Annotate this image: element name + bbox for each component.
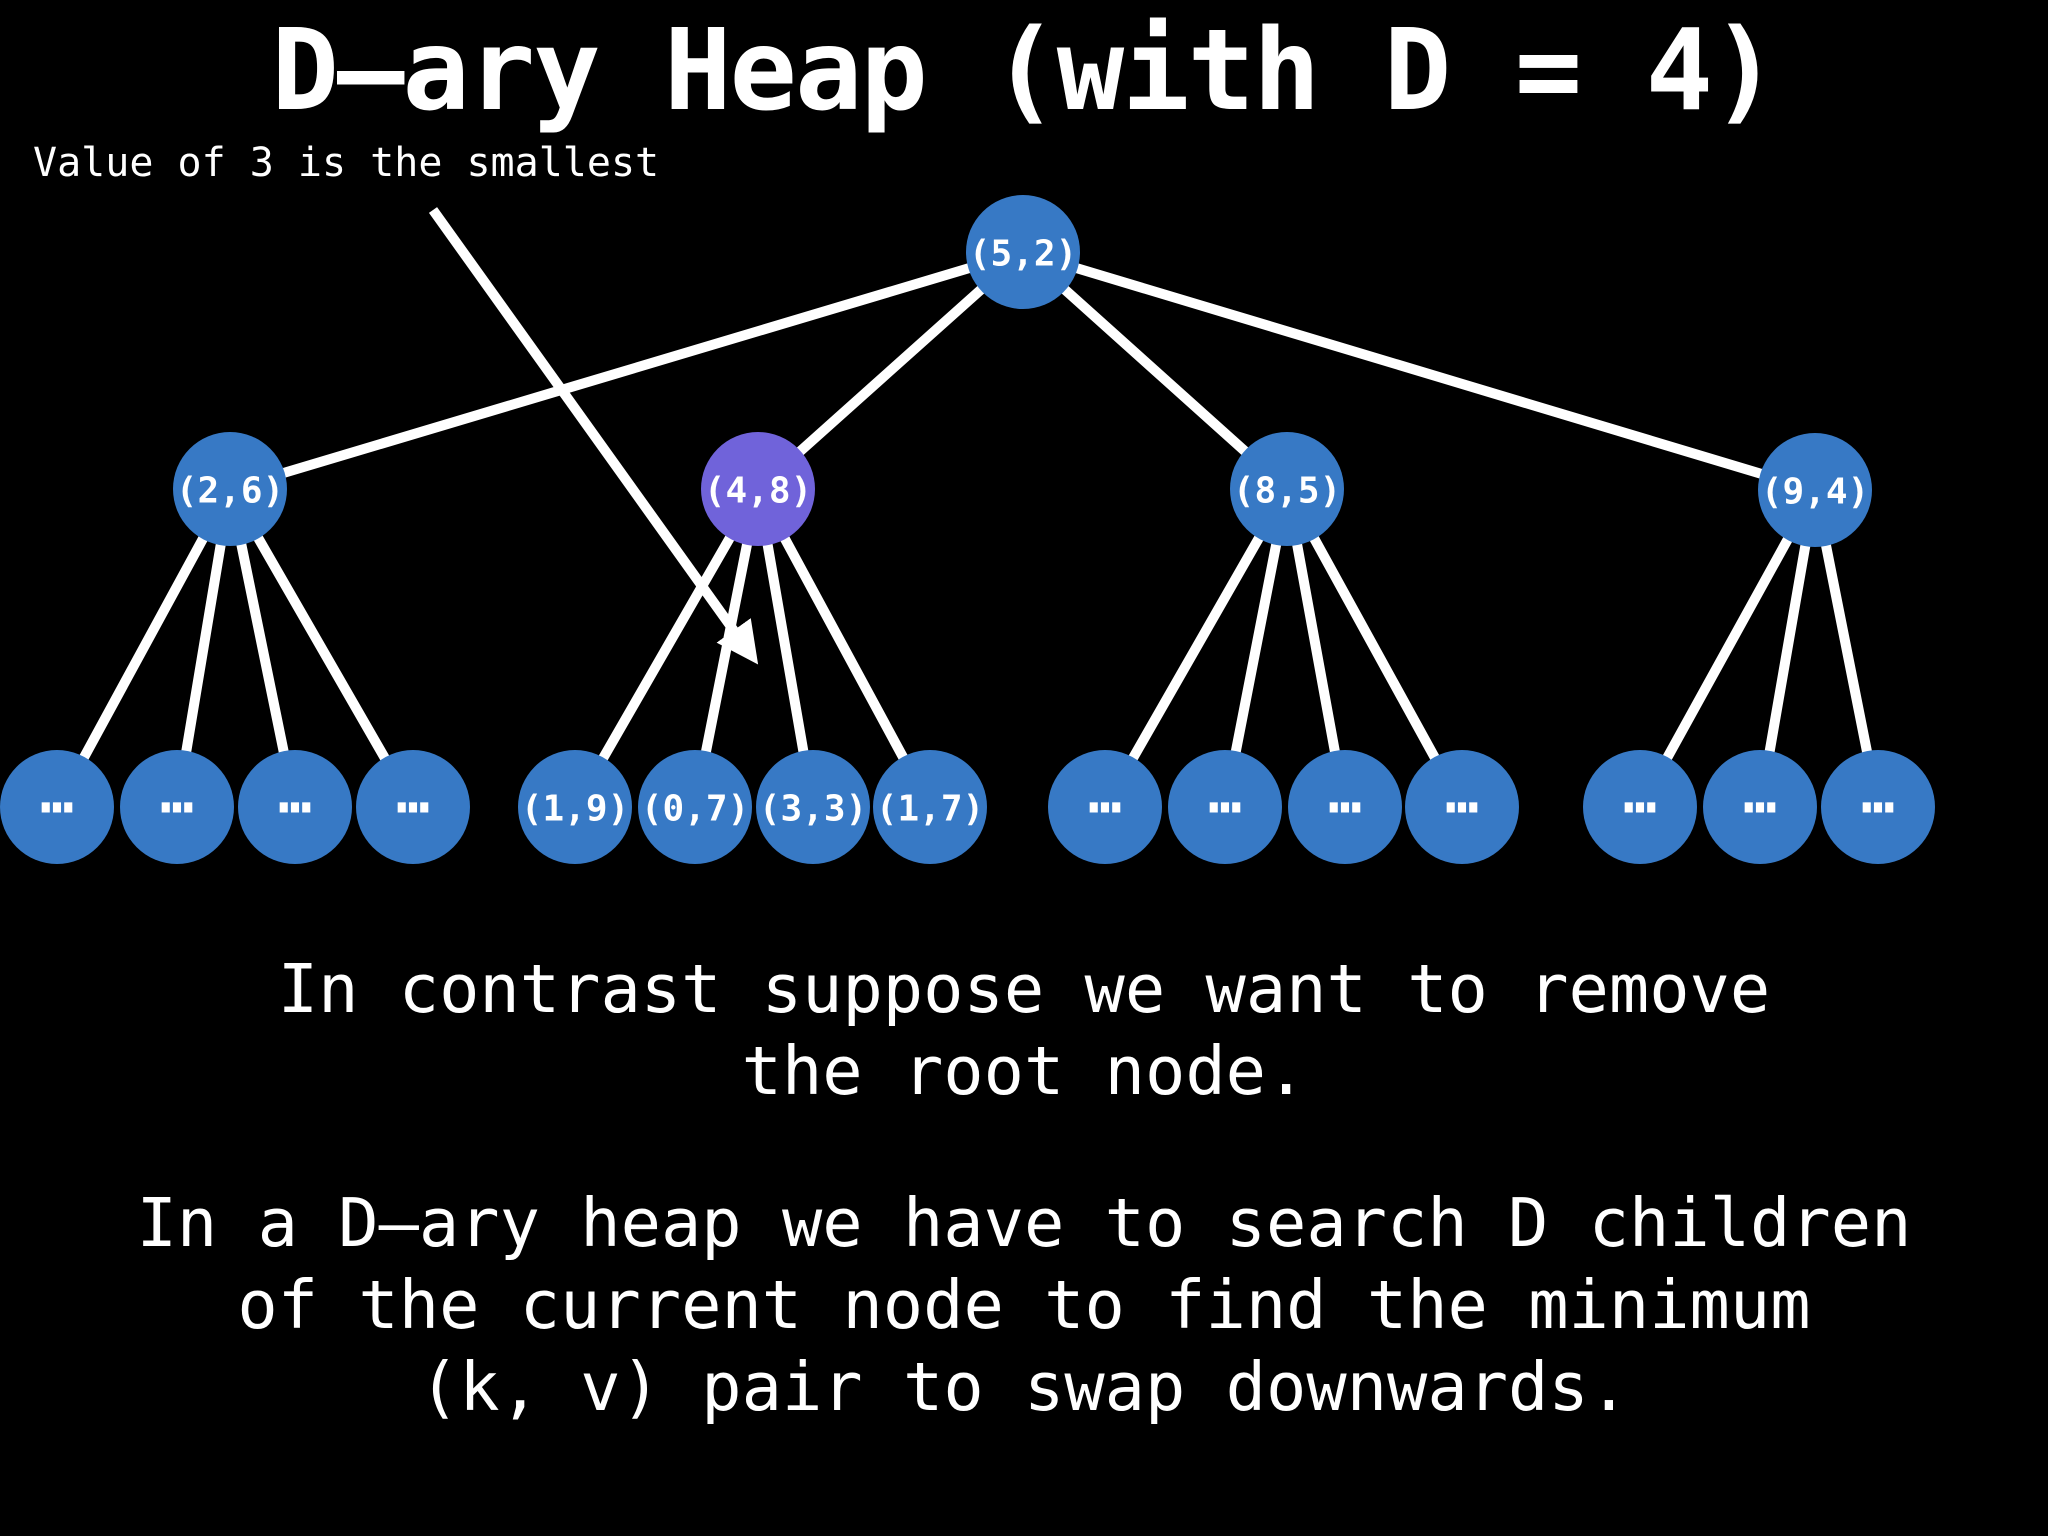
node-4-8-highlighted: (4,8) (701, 432, 815, 546)
leaf-ellipsis-9: … (1583, 750, 1697, 864)
edge-root-to-node-2-6 (225, 247, 1028, 494)
annotation-text: Value of 3 is the smallest (33, 140, 660, 186)
leaf-ellipsis-8: … (1405, 750, 1519, 864)
leaf-ellipsis-6: … (1168, 750, 1282, 864)
leaf-ellipsis-10-circle (1703, 750, 1817, 864)
leaf-ellipsis-4-label: … (396, 762, 430, 827)
paragraph-search-children: In a D–ary heap we have to search D chil… (0, 1182, 2048, 1428)
leaf-ellipsis-2-circle (120, 750, 234, 864)
paragraph-remove-root-line-1: In contrast suppose we want to remove (277, 950, 1771, 1028)
annotation-arrow (428, 207, 759, 665)
leaf-3-3-circle (756, 750, 870, 864)
edge-node-9-4-child-1 (1635, 485, 1820, 812)
paragraph-search-children-line-3: (k, v) pair to swap downwards. (418, 1348, 1630, 1426)
node-9-4-label: (9,4) (1761, 472, 1869, 513)
leaf-ellipsis-8-label: … (1445, 762, 1479, 827)
leaf-3-3: (3,3) (756, 750, 870, 864)
edge-node-8-5-child-4 (1282, 484, 1467, 812)
node-9-4-circle (1758, 433, 1872, 547)
edge-node-2-6-child-1 (52, 484, 235, 812)
edge-root-to-node-9-4 (1018, 247, 1820, 495)
leaf-ellipsis-7-label: … (1328, 762, 1362, 827)
leaf-1-9-circle (518, 750, 632, 864)
leaf-ellipsis-8-circle (1405, 750, 1519, 864)
leaf-ellipsis-9-label: … (1623, 762, 1657, 827)
page-title: D–ary Heap (with D = 4) (271, 6, 1779, 136)
leaf-ellipsis-1-label: … (40, 762, 74, 827)
leaf-ellipsis-5-label: … (1088, 762, 1122, 827)
node-2-6: (2,6) (173, 432, 287, 546)
leaf-3-3-label: (3,3) (759, 789, 867, 830)
paragraph-search-children-line-2: of the current node to find the minimum (237, 1266, 1811, 1344)
leaf-ellipsis-5: … (1048, 750, 1162, 864)
leaf-1-7-label: (1,7) (876, 789, 984, 830)
leaf-ellipsis-4-circle (356, 750, 470, 864)
paragraph-search-children-line-1: In a D–ary heap we have to search D chil… (136, 1184, 1912, 1262)
tree-edges (52, 247, 1883, 812)
node-4-8-label: (4,8) (704, 471, 812, 512)
leaf-0-7-label: (0,7) (641, 789, 749, 830)
leaf-ellipsis-3: … (238, 750, 352, 864)
edge-root-to-node-8-5 (1018, 247, 1292, 494)
leaf-0-7-circle (638, 750, 752, 864)
leaf-1-9: (1,9) (518, 750, 632, 864)
leaf-ellipsis-10-label: … (1743, 762, 1777, 827)
leaf-ellipsis-7: … (1288, 750, 1402, 864)
leaf-ellipsis-2: … (120, 750, 234, 864)
leaf-ellipsis-3-label: … (278, 762, 312, 827)
node-4-8-circle (701, 432, 815, 546)
edge-node-4-8-child-4 (753, 484, 935, 812)
node-8-5: (8,5) (1230, 432, 1344, 546)
leaf-ellipsis-11-label: … (1861, 762, 1895, 827)
leaf-ellipsis-4: … (356, 750, 470, 864)
node-5-2-circle (966, 195, 1080, 309)
node-2-6-circle (173, 432, 287, 546)
leaf-1-7-circle (873, 750, 987, 864)
node-9-4: (9,4) (1758, 433, 1872, 547)
paragraph-remove-root-line-2: the root node. (741, 1032, 1307, 1110)
leaf-ellipsis-10: … (1703, 750, 1817, 864)
leaf-ellipsis-6-label: … (1208, 762, 1242, 827)
edge-root-to-node-4-8 (753, 247, 1028, 494)
node-8-5-label: (8,5) (1233, 471, 1341, 512)
leaf-ellipsis-1: … (0, 750, 114, 864)
node-8-5-circle (1230, 432, 1344, 546)
leaf-1-9-label: (1,9) (521, 789, 629, 830)
edge-node-8-5-child-1 (1100, 484, 1292, 812)
node-5-2-label: (5,2) (969, 234, 1077, 275)
leaf-ellipsis-6-circle (1168, 750, 1282, 864)
edge-node-2-6-child-4 (225, 484, 418, 812)
heap-tree-diagram: (5,2) (2,6) (4,8) (8,5) (9,4) … … (0, 195, 1935, 864)
leaf-ellipsis-2-label: … (160, 762, 194, 827)
node-5-2: (5,2) (966, 195, 1080, 309)
edge-node-4-8-child-1 (570, 484, 763, 812)
leaf-ellipsis-5-circle (1048, 750, 1162, 864)
leaf-ellipsis-11: … (1821, 750, 1935, 864)
leaf-ellipsis-11-circle (1821, 750, 1935, 864)
node-2-6-label: (2,6) (176, 471, 284, 512)
leaf-1-7: (1,7) (873, 750, 987, 864)
leaf-0-7: (0,7) (638, 750, 752, 864)
leaf-ellipsis-7-circle (1288, 750, 1402, 864)
leaf-ellipsis-3-circle (238, 750, 352, 864)
leaf-ellipsis-1-circle (0, 750, 114, 864)
paragraph-remove-root: In contrast suppose we want to remove th… (0, 948, 2048, 1112)
leaf-ellipsis-9-circle (1583, 750, 1697, 864)
